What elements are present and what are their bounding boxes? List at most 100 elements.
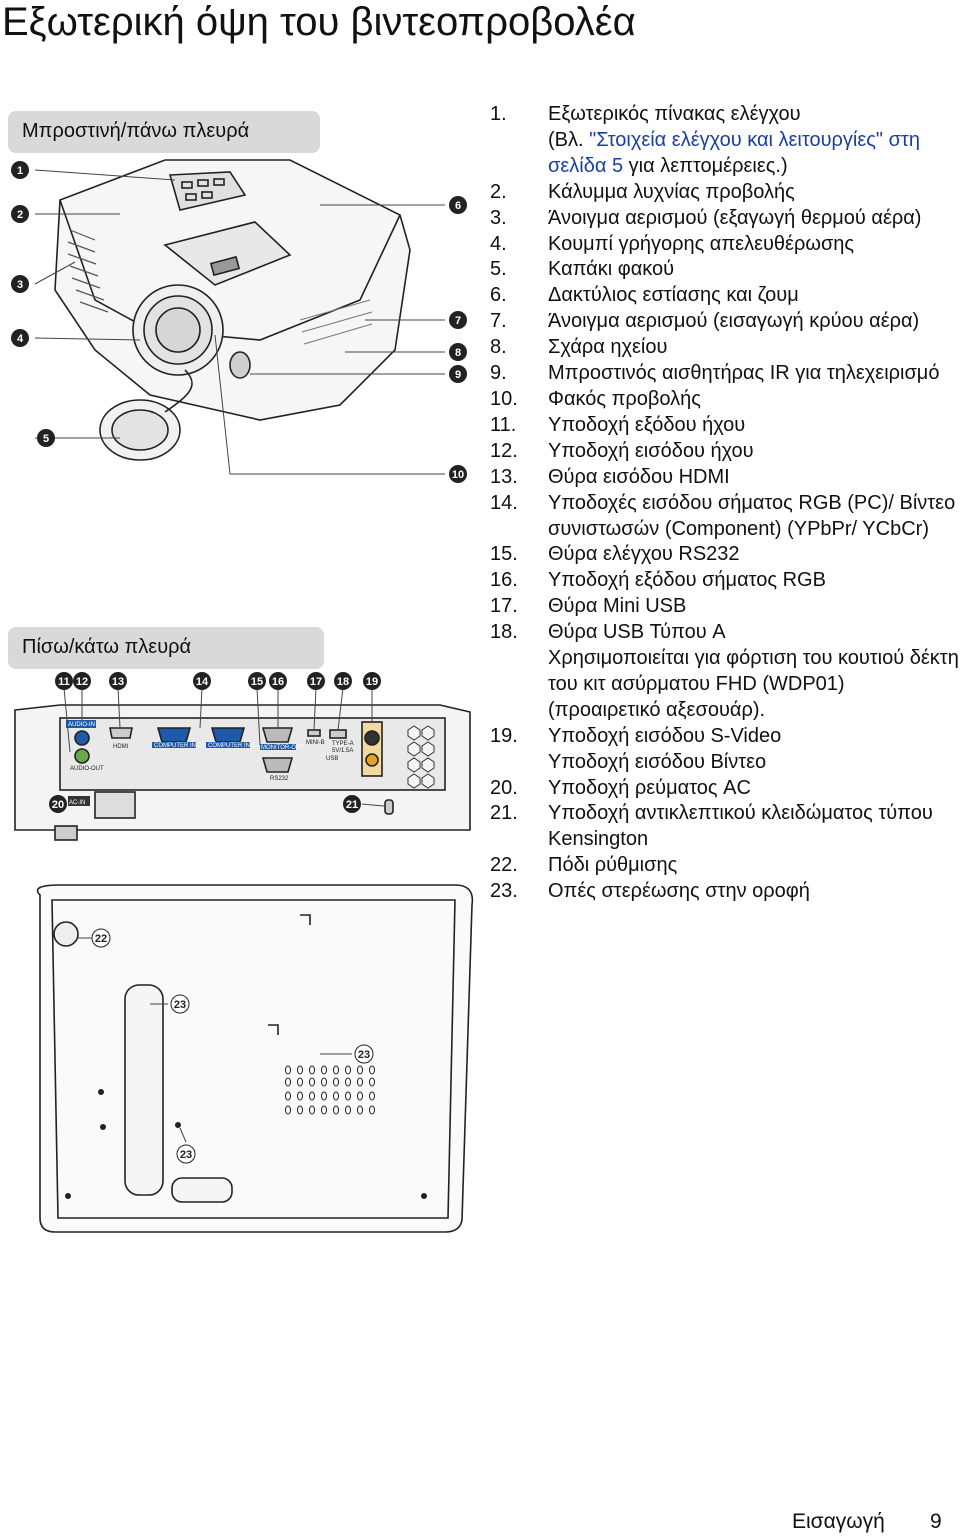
svg-text:AUDIO-IN: AUDIO-IN [68, 722, 95, 728]
callout-9: 9 [449, 365, 467, 383]
item-text: Υποδοχή ρεύματος AC [548, 776, 751, 799]
item-text: Υποδοχή αντικλεπτικού κλειδώματος τύπου … [548, 802, 933, 851]
svg-text:TYPE-A: TYPE-A [332, 741, 354, 747]
item-text: Υποδοχή εισόδου S-Video [548, 724, 782, 747]
item-number: 15. [490, 543, 518, 566]
parts-list-item: 20.Υποδοχή ρεύματος AC [490, 776, 960, 802]
item-number: 18. [490, 621, 518, 644]
item-text: Καπάκι φακού [548, 258, 675, 281]
item-number: 7. [490, 310, 507, 333]
item-number: 1. [490, 103, 507, 125]
svg-text:10: 10 [452, 469, 464, 481]
svg-text:HDMI: HDMI [113, 744, 129, 750]
svg-text:5V/1.5A: 5V/1.5A [332, 748, 353, 754]
svg-text:AC-IN: AC-IN [69, 800, 85, 806]
item-number: 10. [490, 387, 518, 410]
item-text: Οπές στερέωσης στην οροφή [548, 880, 810, 903]
svg-text:USB: USB [326, 756, 338, 762]
item-text: Κάλυμμα λυχνίας προβολής [548, 180, 795, 203]
parts-list-item: 5. Καπάκι φακού [490, 257, 960, 283]
footer-page-number: 9 [930, 1510, 942, 1533]
svg-text:2: 2 [17, 209, 23, 221]
item-text: Υποδοχές εισόδου σήματος RGB (PC)/ Βίντε… [548, 491, 956, 540]
callout-23c: 23 [176, 1144, 196, 1164]
item-number: 22. [490, 854, 518, 877]
svg-text:15: 15 [251, 676, 263, 688]
svg-text:16: 16 [272, 676, 284, 688]
callout-14: 14 [193, 672, 211, 690]
parts-list-item: 14.Υποδοχές εισόδου σήματος RGB (PC)/ Βί… [490, 491, 960, 543]
section-heading-back: Πίσω/κάτω πλευρά [8, 627, 324, 669]
svg-text:17: 17 [310, 676, 322, 688]
item-text: Άνοιγμα αερισμού (εισαγωγή κρύου αέρα) [548, 310, 920, 333]
callout-13: 13 [109, 672, 127, 690]
callout-19: 19 [363, 672, 381, 690]
front-callouts: 1 2 3 4 5 6 7 8 9 10 [11, 161, 467, 483]
cross-reference-link[interactable]: "Στοιχεία ελέγχου και λειτουργίες" στη σ… [548, 128, 920, 177]
callout-23b: 23 [354, 1044, 374, 1064]
svg-text:22: 22 [95, 933, 107, 945]
callout-17: 17 [307, 672, 325, 690]
parts-list-item: 11. Υποδοχή εξόδου ήχου [490, 413, 960, 439]
item-text: Υποδοχή εξόδου ήχου [548, 413, 746, 436]
item-number: 17. [490, 595, 518, 618]
parts-list-item: 17.Θύρα Mini USB [490, 594, 960, 620]
svg-text:COMPUTER IN-2: COMPUTER IN-2 [154, 743, 202, 749]
item-number: 11. [490, 413, 517, 436]
page-title: Εξωτερική όψη του βιντεοπροβολέα [2, 0, 636, 44]
svg-text:20: 20 [52, 799, 64, 811]
parts-list-item: 3.Άνοιγμα αερισμού (εξαγωγή θερμού αέρα) [490, 206, 960, 232]
projector-front-view [34, 159, 445, 475]
footer-section-label: Εισαγωγή [792, 1510, 885, 1533]
item-text: Υποδοχή εξόδου σήματος RGB [548, 569, 826, 592]
callout-11: 11 [55, 672, 73, 690]
parts-list-item: 22. Πόδι ρύθμισης [490, 853, 960, 879]
item-number: 16. [490, 569, 518, 592]
parts-list-item: 12.Υποδοχή εισόδου ήχου [490, 439, 960, 465]
parts-list-item: 16. Υποδοχή εξόδου σήματος RGB [490, 568, 960, 594]
item-text: Πόδι ρύθμισης [548, 854, 678, 877]
item-number: 19. [490, 724, 518, 747]
callout-15: 15 [248, 672, 266, 690]
svg-text:AUDIO-OUT: AUDIO-OUT [70, 766, 104, 772]
speaker-grid [285, 1065, 375, 1115]
item-text-extra: Χρησιμοποιείται για φόρτιση του κουτιού … [548, 647, 959, 721]
callout-1: 1 [11, 161, 29, 179]
svg-text:1: 1 [17, 165, 23, 177]
item-number: 3. [490, 206, 507, 229]
item-text: Σχάρα ηχείου [548, 336, 668, 359]
parts-list: 1. Εξωτερικός πίνακας ελέγχου (Βλ. "Στοι… [490, 102, 960, 905]
svg-text:12: 12 [76, 676, 88, 688]
callout-18: 18 [334, 672, 352, 690]
rear-panel-labels: AUDIO-IN AUDIO-OUT HDMI COMPUTER IN-2 CO… [68, 722, 354, 806]
section-heading-front: Μπροστινή/πάνω πλευρά [8, 111, 320, 153]
svg-text:5: 5 [43, 433, 49, 445]
item-text: Θύρα εισόδου HDMI [548, 465, 730, 488]
callout-7: 7 [449, 311, 467, 329]
projector-bottom-view [36, 884, 474, 1233]
callout-21: 21 [343, 795, 361, 813]
svg-text:23: 23 [358, 1049, 370, 1061]
callout-2: 2 [11, 205, 29, 223]
svg-text:9: 9 [455, 369, 461, 381]
svg-text:COMPUTER IN-1: COMPUTER IN-1 [208, 743, 256, 749]
item-number: 23. [490, 880, 518, 903]
item-number: 6. [490, 284, 507, 307]
svg-text:RS232: RS232 [270, 776, 289, 782]
item-number: 4. [490, 232, 507, 255]
svg-text:21: 21 [346, 799, 358, 811]
item-number: 5. [490, 258, 507, 281]
callout-12: 12 [73, 672, 91, 690]
callout-4: 4 [11, 329, 29, 347]
parts-list-item: 1. Εξωτερικός πίνακας ελέγχου (Βλ. "Στοι… [490, 102, 960, 180]
item-text: Θύρα ελέγχου RS232 [548, 543, 740, 566]
callout-6: 6 [449, 196, 467, 214]
item-text: Μπροστινός αισθητήρας IR για τηλεχειρισμ… [548, 362, 940, 385]
callout-8: 8 [449, 343, 467, 361]
parts-list-item: 4.Κουμπί γρήγορης απελευθέρωσης [490, 232, 960, 258]
item-number: 21. [490, 802, 518, 825]
callout-3: 3 [11, 275, 29, 293]
svg-text:23: 23 [180, 1149, 192, 1161]
